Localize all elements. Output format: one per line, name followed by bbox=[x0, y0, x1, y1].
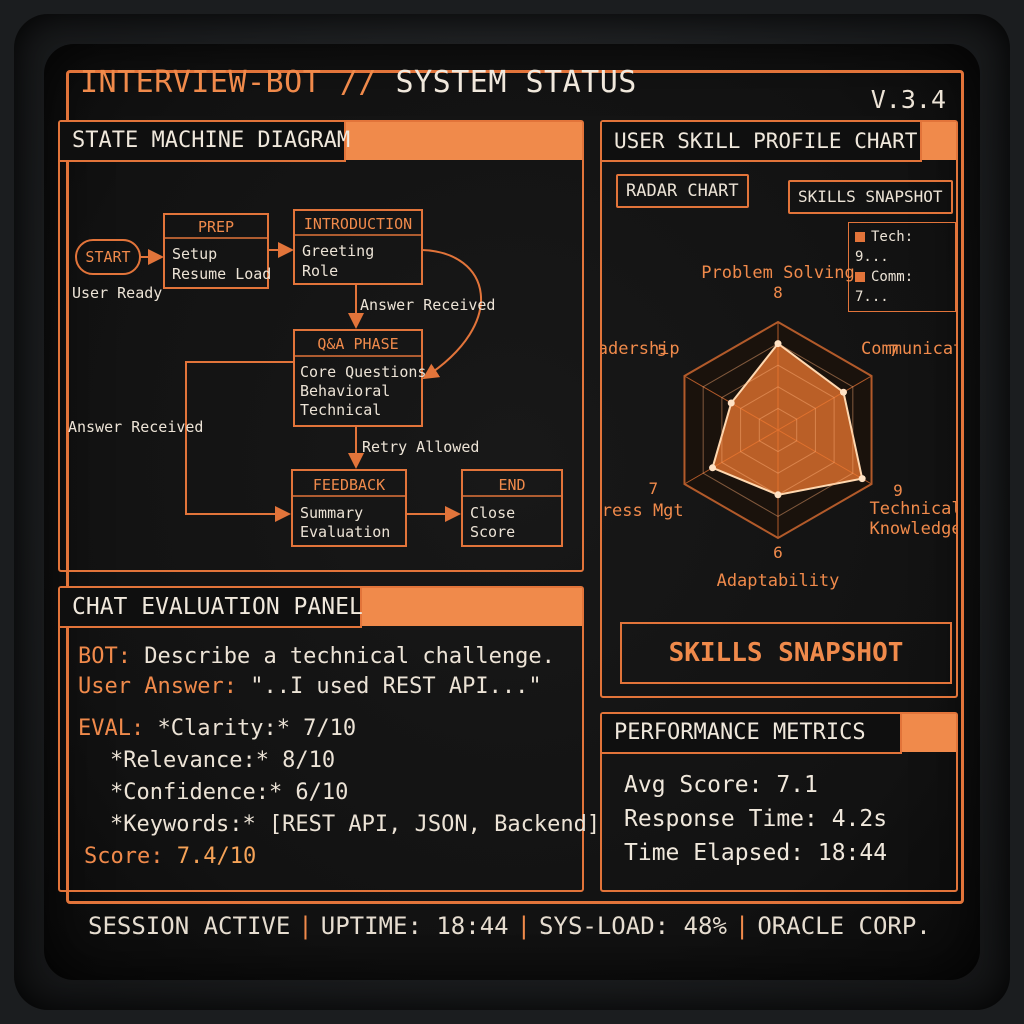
radar-grid-overlay bbox=[702, 343, 854, 517]
node-start[interactable]: START User Ready bbox=[72, 239, 162, 302]
skills-snapshot-banner[interactable]: SKILLS SNAPSHOT bbox=[620, 622, 952, 684]
chart-legend: Tech: 9... Comm: 7... bbox=[848, 222, 956, 312]
radar-grid-overlay bbox=[758, 407, 798, 453]
radar-axis-label: Adaptability bbox=[717, 571, 840, 591]
radar-value-label: 9 bbox=[893, 481, 903, 500]
radar-axis-label: Communication bbox=[861, 339, 956, 359]
bot-message: BOT: Describe a technical challenge. bbox=[78, 644, 555, 669]
radar-chart: Problem Solving8Communication7TechnicalK… bbox=[602, 263, 956, 591]
user-answer-text: "..I used REST API..." bbox=[250, 674, 542, 699]
radar-axis-label: Problem Solving bbox=[701, 263, 855, 283]
header-accent-bar bbox=[360, 588, 582, 626]
node-qa-line1: Core Questions bbox=[300, 363, 426, 381]
bot-text: Describe a technical challenge. bbox=[144, 644, 555, 669]
node-intro-line1: Greeting bbox=[302, 242, 374, 260]
radar-point bbox=[727, 399, 735, 407]
node-qa-title: Q&A PHASE bbox=[317, 335, 398, 353]
eval-clarity: EVAL: *Clarity:* 7/10 bbox=[78, 716, 356, 741]
status-bar: SESSION ACTIVE|UPTIME: 18:44|SYS-LOAD: 4… bbox=[88, 912, 931, 940]
app-name: INTERVIEW-BOT // bbox=[80, 65, 377, 100]
skill-profile-panel: USER SKILL PROFILE CHART RADAR CHART SKI… bbox=[600, 120, 958, 698]
node-feedback-title: FEEDBACK bbox=[313, 476, 385, 494]
node-intro-line2: Role bbox=[302, 262, 338, 280]
header-accent-bar bbox=[920, 122, 956, 160]
app-title: INTERVIEW-BOT // SYSTEM STATUS bbox=[80, 68, 637, 98]
score-label: Score: bbox=[84, 844, 164, 869]
node-start-label: START bbox=[85, 248, 130, 266]
edge-label-loop-answer: Answer Received bbox=[68, 418, 203, 436]
bot-label: BOT: bbox=[78, 644, 131, 669]
legend-item: Tech: 9... bbox=[855, 229, 914, 265]
node-qa-line2: Behavioral bbox=[300, 382, 390, 400]
legend-item: Comm: 7... bbox=[855, 269, 914, 305]
metric-avg-score: Avg Score: 7.1 bbox=[624, 772, 818, 798]
eval-relevance: *Relevance:* 8/10 bbox=[110, 748, 336, 773]
panel-title: USER SKILL PROFILE CHART bbox=[602, 122, 922, 162]
node-intro-title: INTRODUCTION bbox=[304, 215, 412, 233]
radar-axis-label: Technical bbox=[869, 499, 956, 519]
status-sys-load: SYS-LOAD: 48% bbox=[539, 912, 727, 940]
eval-clarity-text: *Clarity:* 7/10 bbox=[157, 716, 357, 741]
radar-point bbox=[774, 491, 782, 499]
radar-value-label: 5 bbox=[657, 341, 667, 360]
node-prep-line2: Resume Load bbox=[172, 265, 271, 283]
node-qa-line3: Technical bbox=[300, 401, 381, 419]
node-prep[interactable]: PREP Setup Resume Load bbox=[163, 213, 271, 289]
radar-point bbox=[709, 464, 717, 472]
node-introduction[interactable]: INTRODUCTION Greeting Role bbox=[293, 209, 423, 285]
radar-axis-label: Stress Mgt bbox=[602, 501, 684, 521]
node-feedback-line1: Summary bbox=[300, 504, 363, 522]
radar-point bbox=[839, 388, 847, 396]
panel-title: CHAT EVALUATION PANEL bbox=[60, 588, 363, 628]
metric-time-elapsed: Time Elapsed: 18:44 bbox=[624, 840, 888, 866]
chat-evaluation-panel: CHAT EVALUATION PANEL BOT: Describe a te… bbox=[58, 586, 600, 892]
state-machine-panel: STATE MACHINE DIAGRAM START User Ready P… bbox=[58, 120, 584, 572]
radar-value-label: 8 bbox=[773, 283, 783, 302]
radar-value-label: 6 bbox=[773, 543, 783, 562]
node-end[interactable]: END Close Score bbox=[461, 469, 563, 547]
main-frame bbox=[66, 70, 964, 904]
radar-grid-overlay bbox=[740, 386, 816, 474]
state-diagram: START User Ready PREP Setup Resume Load … bbox=[68, 209, 563, 547]
metric-response-time: Response Time: 4.2s bbox=[624, 806, 888, 832]
user-answer-label: User Answer: bbox=[78, 674, 237, 699]
header-accent-bar bbox=[900, 714, 956, 752]
version-label: V.3.4 bbox=[870, 85, 946, 114]
node-prep-line1: Setup bbox=[172, 245, 217, 263]
edge-label-answer-received: Answer Received bbox=[360, 296, 495, 314]
tab-radar-chart[interactable]: RADAR CHART bbox=[616, 174, 749, 208]
node-feedback[interactable]: FEEDBACK Summary Evaluation bbox=[291, 469, 407, 547]
radar-axis-label: Knowledge bbox=[869, 519, 956, 539]
radar-value-label: 7 bbox=[889, 341, 899, 360]
header-accent-bar bbox=[344, 122, 582, 160]
tab-skills-snapshot[interactable]: SKILLS SNAPSHOT bbox=[788, 180, 953, 214]
status-session: SESSION ACTIVE bbox=[88, 912, 291, 940]
edges bbox=[140, 242, 482, 522]
panel-title: PERFORMANCE METRICS bbox=[602, 714, 902, 754]
panel-title: STATE MACHINE DIAGRAM bbox=[60, 122, 350, 162]
radar-point bbox=[774, 340, 782, 348]
eval-confidence: *Confidence:* 6/10 bbox=[110, 780, 349, 805]
node-start-caption: User Ready bbox=[72, 284, 162, 302]
radar-value-label: 7 bbox=[648, 479, 658, 498]
node-qa-phase[interactable]: Q&A PHASE Core Questions Behavioral Tech… bbox=[293, 329, 426, 427]
edge-label-retry: Retry Allowed bbox=[362, 438, 479, 456]
eval-score: Score: 7.4/10 bbox=[84, 844, 256, 869]
node-feedback-line2: Evaluation bbox=[300, 523, 390, 541]
user-answer: User Answer: "..I used REST API..." bbox=[78, 674, 542, 699]
section-title: SYSTEM STATUS bbox=[395, 65, 637, 100]
node-end-line2: Score bbox=[470, 523, 515, 541]
radar-point bbox=[858, 475, 866, 483]
node-end-line1: Close bbox=[470, 504, 515, 522]
node-prep-title: PREP bbox=[198, 218, 234, 236]
status-org: ORACLE CORP. bbox=[757, 912, 931, 940]
node-end-title: END bbox=[498, 476, 525, 494]
radar-axis-label: Leadership bbox=[602, 339, 680, 359]
performance-metrics-panel: PERFORMANCE METRICS Avg Score: 7.1 Respo… bbox=[600, 712, 958, 892]
eval-keywords: *Keywords:* [REST API, JSON, Backend] bbox=[110, 812, 601, 837]
score-value: 7.4/10 bbox=[176, 844, 257, 869]
status-uptime: UPTIME: 18:44 bbox=[320, 912, 509, 940]
eval-label: EVAL: bbox=[78, 716, 145, 741]
